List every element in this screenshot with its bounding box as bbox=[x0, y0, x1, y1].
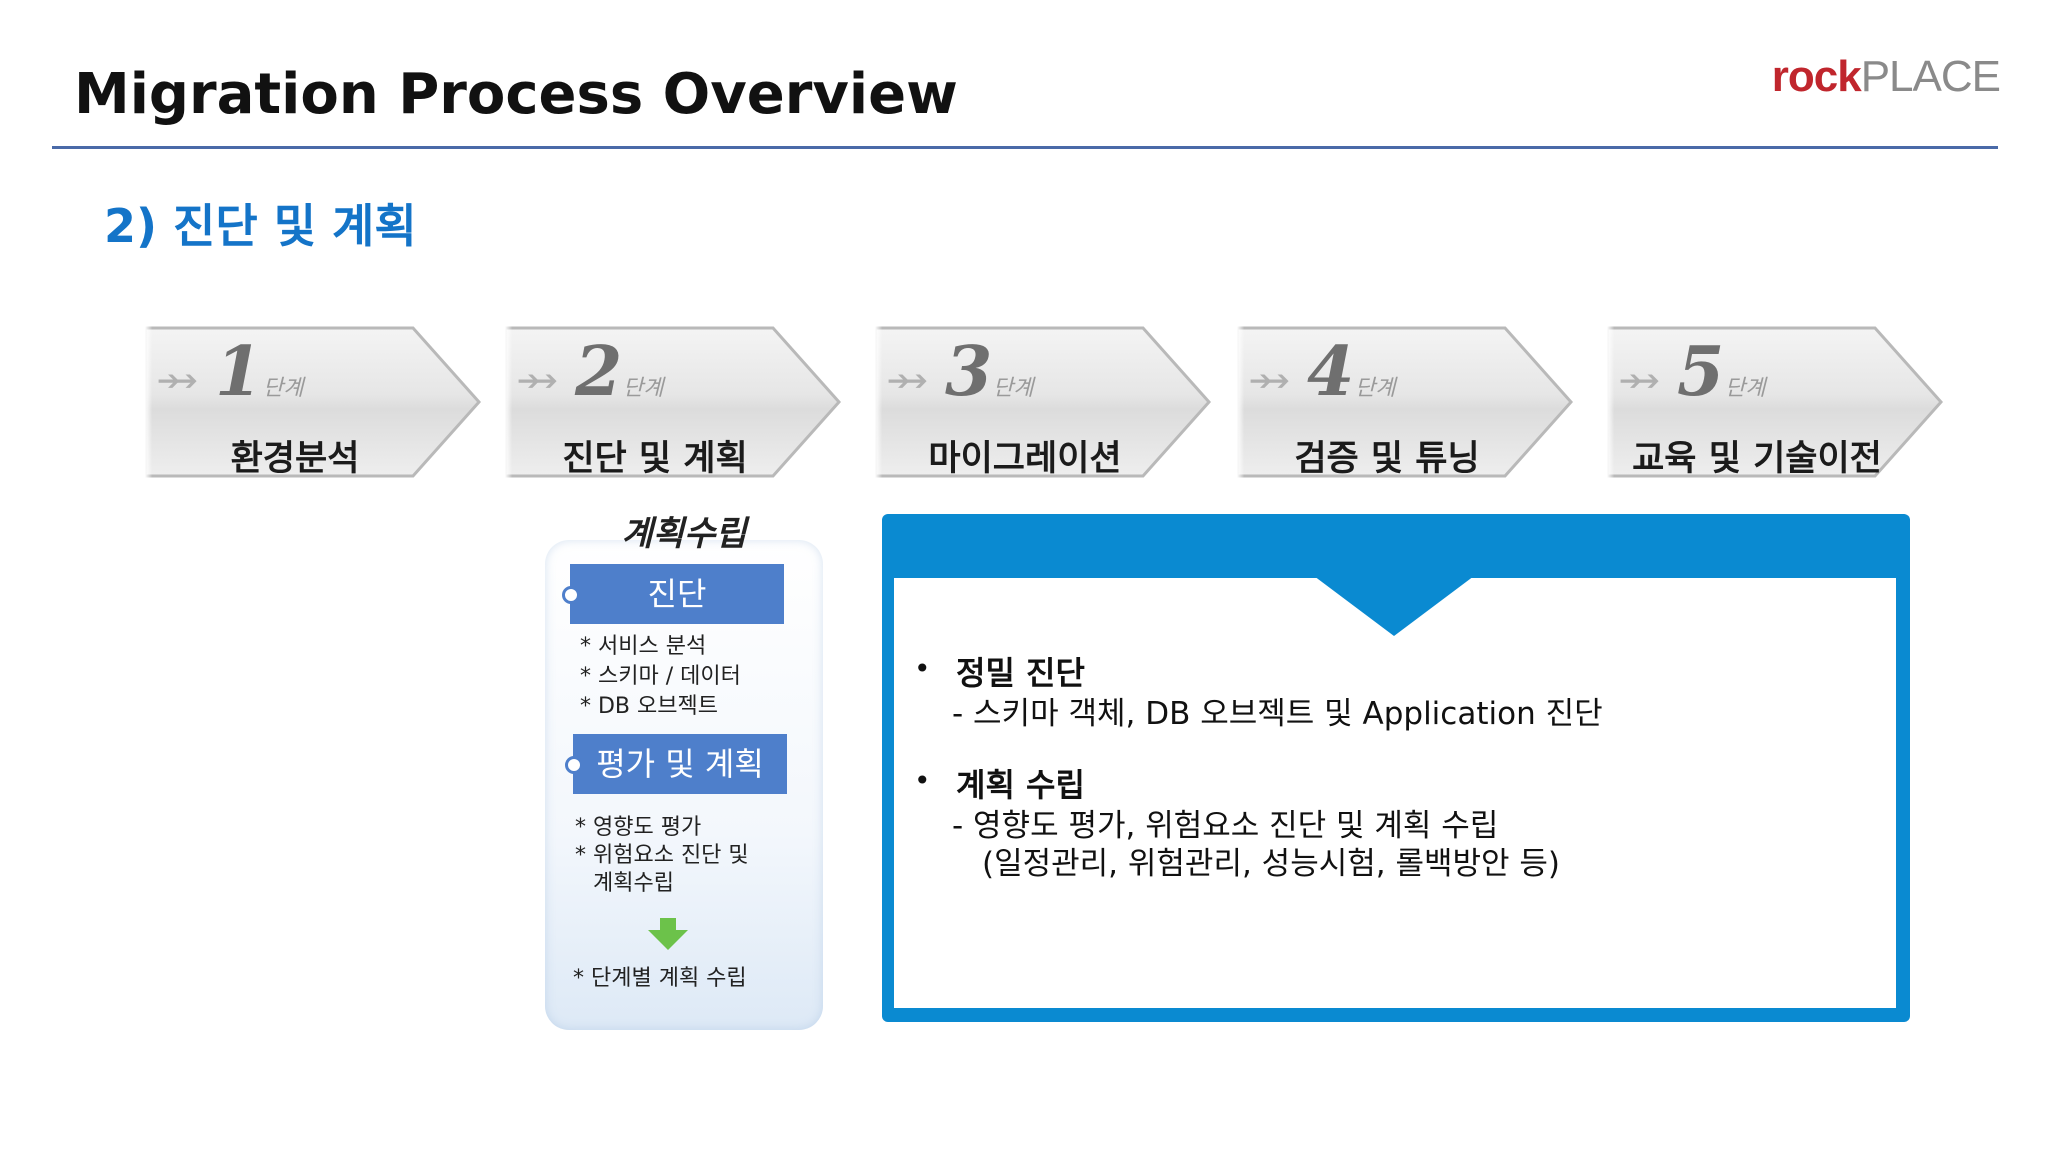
company-logo: rockPLACE bbox=[1771, 52, 2001, 102]
evaluation-bar: 평가 및 계획 bbox=[565, 734, 787, 794]
step-arrows-icon: ➔➔ bbox=[1249, 364, 1290, 397]
step-unit: 단계 bbox=[263, 376, 304, 401]
step-unit: 단계 bbox=[1725, 376, 1766, 401]
chevron-shape bbox=[145, 326, 482, 480]
evaluation-bar-label: 평가 및 계획 bbox=[596, 745, 764, 783]
list-item: * 위험요소 진단 및 bbox=[575, 843, 749, 868]
step-name: 검증 및 튜닝 bbox=[1294, 439, 1480, 479]
list-item: * 영향도 평가 bbox=[575, 815, 702, 840]
list-item: * DB 오브젝트 bbox=[580, 694, 718, 719]
bar-bullet-icon bbox=[562, 586, 580, 604]
diagnosis-bar: 진단 bbox=[562, 564, 784, 624]
logo-place-text: PLACE bbox=[1860, 52, 2001, 101]
bar-bullet-icon bbox=[565, 756, 583, 774]
header-divider bbox=[52, 146, 1998, 149]
step-name: 마이그레이션 bbox=[928, 439, 1122, 479]
page-title: Migration Process Overview bbox=[74, 62, 958, 127]
step-number: 5 bbox=[1677, 332, 1725, 412]
detail-line: (일정관리, 위험관리, 성능시험, 롤백방안 등) bbox=[982, 846, 1561, 882]
detail-heading: 계획 수립 bbox=[956, 766, 1085, 804]
list-item: 계획수립 bbox=[593, 871, 674, 896]
bullet-icon: • bbox=[914, 652, 931, 685]
step-arrows-icon: ➔➔ bbox=[1619, 364, 1660, 397]
chevron-shape bbox=[875, 326, 1212, 480]
list-item: * 서비스 분석 bbox=[580, 634, 707, 659]
step-name: 환경분석 bbox=[230, 439, 360, 479]
logo-rock-text: rock bbox=[1771, 52, 1862, 101]
bullet-icon: • bbox=[914, 764, 931, 797]
step-arrows-icon: ➔➔ bbox=[157, 364, 198, 397]
final-plan-text: * 단계별 계획 수립 bbox=[573, 966, 747, 991]
detail-line: - 영향도 평가, 위험요소 진단 및 계획 수립 bbox=[952, 808, 1499, 844]
pointer-notch-icon bbox=[1314, 576, 1474, 636]
diagnosis-bar-label: 진단 bbox=[647, 575, 707, 613]
detail-box-content bbox=[894, 578, 1896, 1008]
down-arrow-icon bbox=[648, 918, 688, 950]
step-unit: 단계 bbox=[993, 376, 1034, 401]
detail-line: - 스키마 객체, DB 오브젝트 및 Application 진단 bbox=[952, 696, 1603, 732]
plan-panel-title: 계획수립 bbox=[621, 514, 747, 554]
step-number: 4 bbox=[1307, 332, 1355, 412]
chevron-shape bbox=[1237, 326, 1574, 480]
chevron-shape bbox=[1607, 326, 1944, 480]
step-name: 진단 및 계획 bbox=[562, 439, 748, 479]
evaluation-list: * 영향도 평가 * 위험요소 진단 및 계획수립 bbox=[575, 814, 749, 898]
section-subtitle: 2) 진단 및 계획 bbox=[104, 199, 417, 253]
chevron-shape bbox=[505, 326, 842, 480]
step-unit: 단계 bbox=[1355, 376, 1396, 401]
diagnosis-list: * 서비스 분석 * 스키마 / 데이터 * DB 오브젝트 bbox=[580, 632, 741, 722]
step-number: 3 bbox=[945, 332, 993, 412]
step-unit: 단계 bbox=[623, 376, 664, 401]
step-arrows-icon: ➔➔ bbox=[887, 364, 928, 397]
step-number: 2 bbox=[575, 332, 623, 412]
list-item: * 스키마 / 데이터 bbox=[580, 664, 741, 689]
detail-heading: 정밀 진단 bbox=[956, 654, 1085, 692]
step-name: 교육 및 기술이전 bbox=[1632, 439, 1882, 479]
step-number: 1 bbox=[215, 332, 263, 412]
step-arrows-icon: ➔➔ bbox=[517, 364, 558, 397]
